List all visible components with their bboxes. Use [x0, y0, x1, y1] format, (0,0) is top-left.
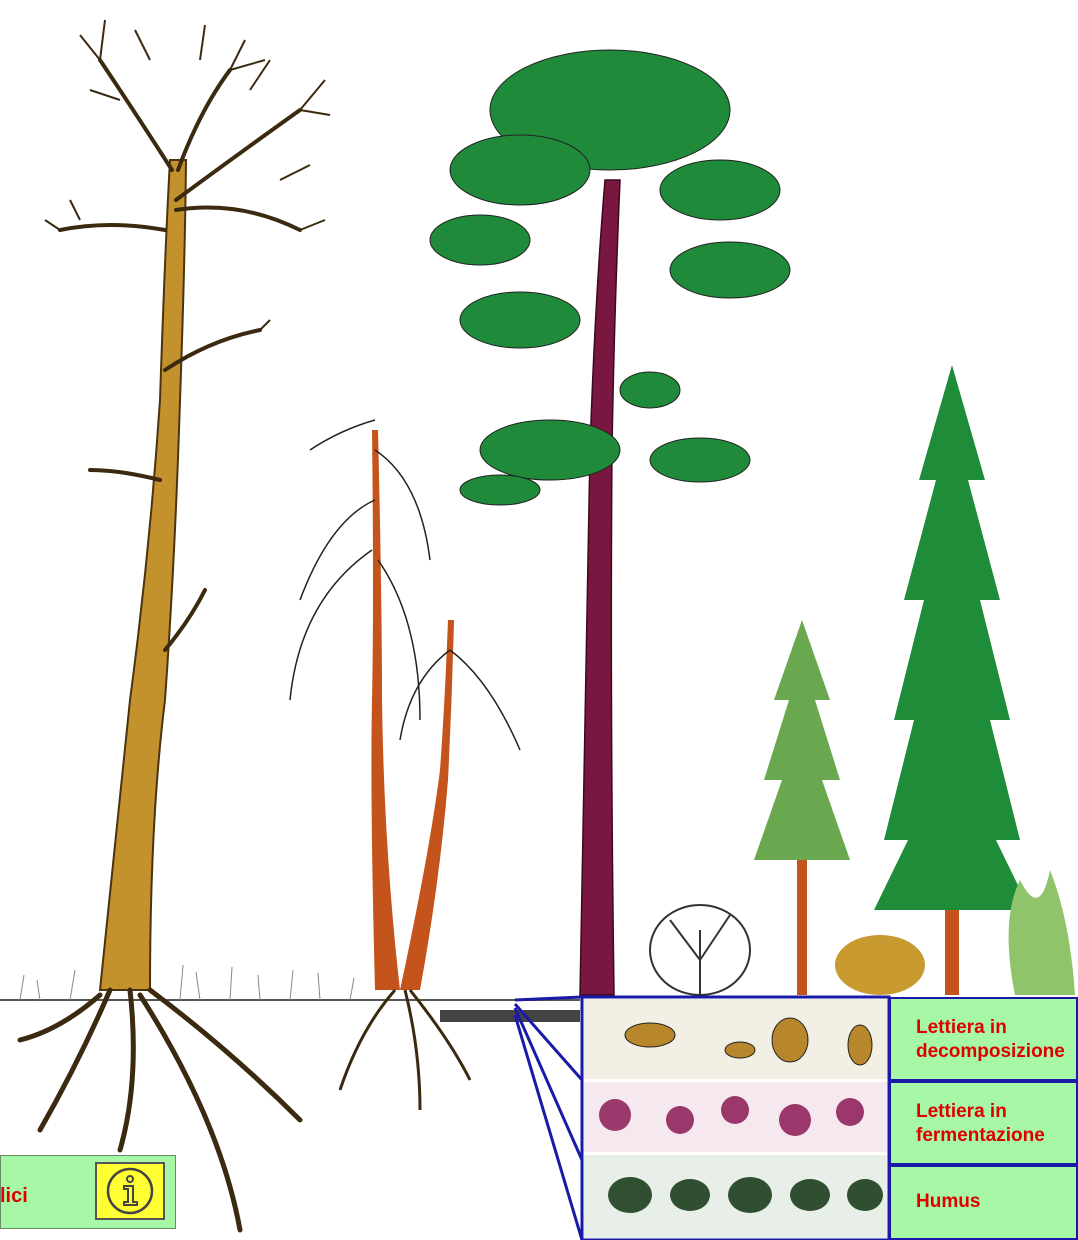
decomposition-label-line1: Lettiera in — [916, 1016, 1007, 1039]
info-button[interactable] — [95, 1162, 165, 1220]
layer-label-decomposition — [889, 997, 1078, 1081]
layer-label-fermentation — [889, 1081, 1078, 1165]
humus-label: Humus — [916, 1190, 980, 1213]
decomposition-label-line2: decomposizione — [916, 1040, 1065, 1063]
fermentation-label-line2: fermentazione — [916, 1124, 1045, 1147]
small-spruce — [754, 620, 850, 995]
fermentation-label-line1: Lettiera in — [916, 1100, 1007, 1123]
info-label: lici — [0, 1185, 28, 1208]
soil-profile — [515, 997, 889, 1240]
pine-tree — [430, 50, 790, 995]
ground — [0, 965, 580, 1022]
info-icon — [97, 1164, 163, 1218]
birch-tree — [290, 420, 520, 1110]
dead-tree — [20, 20, 330, 1230]
tall-spruce — [874, 365, 1030, 995]
